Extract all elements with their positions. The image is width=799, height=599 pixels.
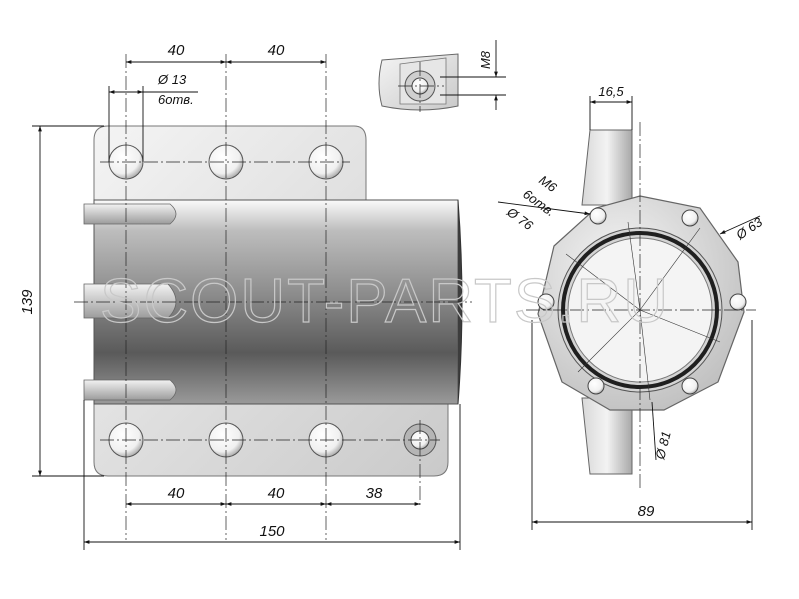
- bolt-holes: [537, 207, 747, 395]
- slot-top: [83, 203, 177, 225]
- detail-view: M8: [378, 40, 506, 112]
- dim-height: 139: [19, 289, 36, 315]
- dim-bottom-40-b: 40: [268, 485, 285, 502]
- dim-hole-count: 6отв.: [158, 92, 194, 107]
- dim-outer-dia: Ø 81: [652, 430, 674, 462]
- front-dimensions: 40 40 Ø 13 6отв. 139 40 40 38 150: [19, 42, 461, 550]
- dim-inner-dia: Ø 63: [732, 214, 765, 243]
- dim-bottom-40-a: 40: [168, 485, 185, 502]
- dim-top-40-b: 40: [268, 42, 285, 59]
- slot-bottom: [83, 379, 177, 401]
- watermark: SCOUT-PARTS.RU: [100, 267, 670, 336]
- side-view: [526, 122, 756, 490]
- dim-flange-width: 16,5: [598, 84, 624, 99]
- dim-thread-m8: M8: [478, 50, 493, 69]
- dim-bolt-circle: Ø 76: [503, 204, 536, 234]
- front-view: [74, 54, 472, 540]
- dim-bottom-38: 38: [366, 485, 383, 502]
- dim-overall-width: 89: [638, 503, 655, 520]
- dim-hole-dia: Ø 13: [157, 72, 187, 87]
- dim-top-40-a: 40: [168, 42, 185, 59]
- dim-thread-m6: M6: [536, 172, 560, 195]
- ear-top: [581, 129, 633, 206]
- slot-middle: [83, 283, 177, 319]
- dim-overall-length: 150: [259, 523, 285, 540]
